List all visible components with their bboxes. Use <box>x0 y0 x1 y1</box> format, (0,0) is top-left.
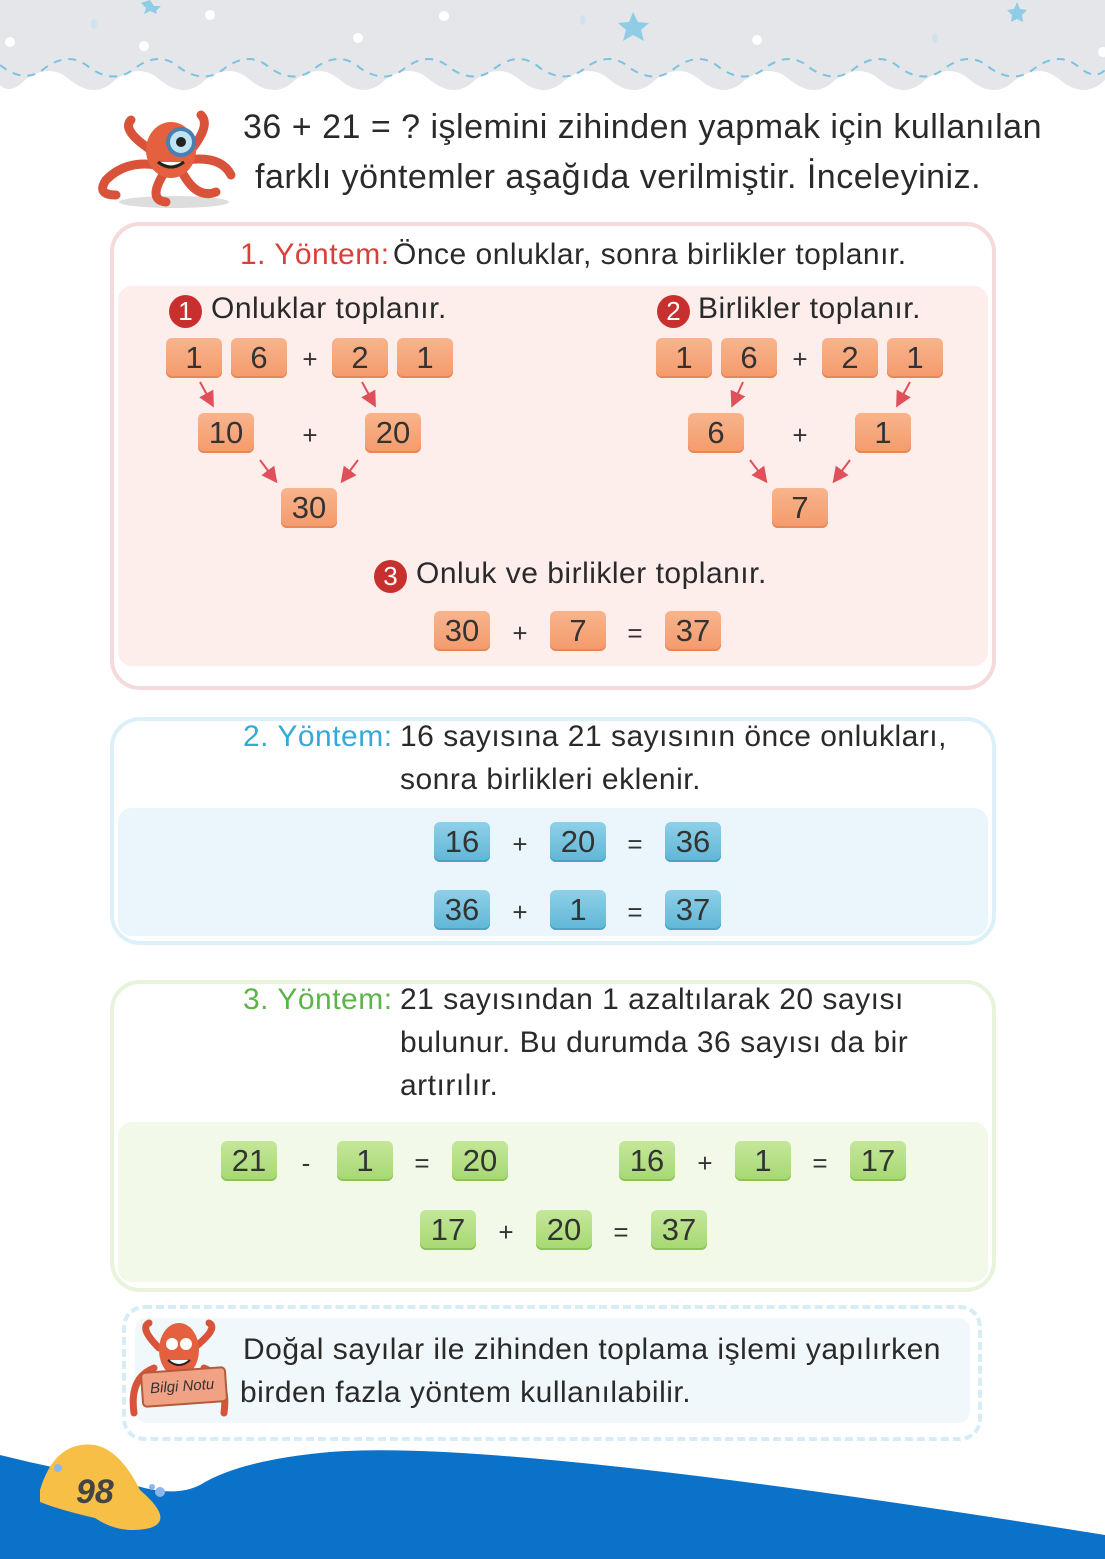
number-box: 16 <box>434 822 490 862</box>
number-box: 30 <box>434 611 490 651</box>
number-box: 2 <box>822 338 878 378</box>
arrow-icon <box>896 381 911 408</box>
operator: = <box>627 618 643 648</box>
operator: + <box>498 1217 514 1247</box>
result-box: 37 <box>651 1210 707 1250</box>
header-decoration <box>0 0 1105 90</box>
number-box: 1 <box>656 338 712 378</box>
flower-icon <box>54 1464 165 1497</box>
operator: + <box>302 420 318 450</box>
info-note-fill <box>135 1318 970 1423</box>
method-1-title: 1. Yöntem: <box>240 238 390 271</box>
operator: + <box>512 829 528 859</box>
method-3-line-1: 21 sayısından 1 azaltılarak 20 sayısı <box>400 983 904 1016</box>
method-1-description: Önce onluklar, sonra birlikler toplanır. <box>393 238 907 271</box>
operator: = <box>613 1217 629 1247</box>
result-box: 20 <box>452 1141 508 1181</box>
operator: = <box>812 1148 828 1178</box>
intro-line-1: 36 + 21 = ? işlemini zihinden yapmak içi… <box>243 108 1043 146</box>
arrow-icon <box>340 459 359 484</box>
operator: + <box>792 344 808 374</box>
method-3-line-2: bulunur. Bu durumda 36 sayısı da bir <box>400 1026 909 1059</box>
number-box: 1 <box>855 413 911 453</box>
number-box: 1 <box>337 1141 393 1181</box>
number-box: 17 <box>420 1210 476 1250</box>
operator: + <box>792 420 808 450</box>
operator: + <box>512 618 528 648</box>
result-box: 7 <box>772 488 828 528</box>
method-3-panel <box>110 980 996 1292</box>
result-box: 30 <box>281 488 337 528</box>
result-box: 37 <box>665 611 721 651</box>
footer-wave <box>0 1444 1105 1559</box>
number-box: 1 <box>397 338 453 378</box>
arrow-icon <box>749 459 768 484</box>
arrows <box>199 381 911 484</box>
info-note-box <box>122 1305 982 1441</box>
number-box: 1 <box>887 338 943 378</box>
number-box: 6 <box>231 338 287 378</box>
method-1-panel <box>110 222 996 690</box>
operator: = <box>627 897 643 927</box>
result-box: 36 <box>665 822 721 862</box>
number-box: 20 <box>365 413 421 453</box>
number-box: 1 <box>735 1141 791 1181</box>
operator: + <box>302 344 318 374</box>
method-2-line-2: sonra birlikleri eklenir. <box>400 763 701 796</box>
note-line-2: birden fazla yöntem kullanılabilir. <box>240 1376 692 1409</box>
arrow-icon <box>199 381 214 408</box>
result-box: 17 <box>850 1141 906 1181</box>
arrow-icon <box>361 381 376 408</box>
number-box: 6 <box>721 338 777 378</box>
number-box: 1 <box>166 338 222 378</box>
page-number: 98 <box>76 1473 114 1511</box>
method-2-panel <box>110 717 996 945</box>
number-box: 20 <box>550 822 606 862</box>
step-3-label: Onluk ve birlikler toplanır. <box>416 557 767 590</box>
method-2-line-1: 16 sayısına 21 sayısının önce onlukları, <box>400 720 947 753</box>
result-box: 37 <box>665 890 721 930</box>
star-icon <box>141 0 1027 41</box>
number-box: 2 <box>332 338 388 378</box>
arrow-icon <box>832 459 851 484</box>
step-2-badge: 2 <box>657 295 690 328</box>
octopus-info-illustration <box>129 1319 229 1417</box>
operator: = <box>414 1148 430 1178</box>
number-box: 1 <box>550 890 606 930</box>
number-box: 6 <box>688 413 744 453</box>
number-box: 21 <box>221 1141 277 1181</box>
note-line-1: Doğal sayılar ile zihinden toplama işlem… <box>243 1333 941 1366</box>
intro-line-2: farklı yöntemler aşağıda verilmiştir. İn… <box>255 158 982 196</box>
arrow-icon <box>259 459 278 484</box>
operator: + <box>512 897 528 927</box>
step-1-label: Onluklar toplanır. <box>211 292 447 325</box>
method-2-title: 2. Yöntem: <box>243 720 393 753</box>
operator: - <box>301 1148 311 1178</box>
number-box: 10 <box>198 413 254 453</box>
number-box: 36 <box>434 890 490 930</box>
method-3-line-3: artırılır. <box>400 1069 499 1102</box>
number-box: 16 <box>619 1141 675 1181</box>
number-box: 20 <box>536 1210 592 1250</box>
operator: + <box>697 1148 713 1178</box>
operator: = <box>627 829 643 859</box>
octopus-detective-illustration <box>98 110 236 208</box>
method-3-title: 3. Yöntem: <box>243 983 393 1016</box>
step-1-badge: 1 <box>169 295 202 328</box>
arrow-icon <box>730 381 746 408</box>
step-3-badge: 3 <box>374 560 407 593</box>
number-box: 7 <box>550 611 606 651</box>
step-2-label: Birlikler toplanır. <box>698 292 921 325</box>
